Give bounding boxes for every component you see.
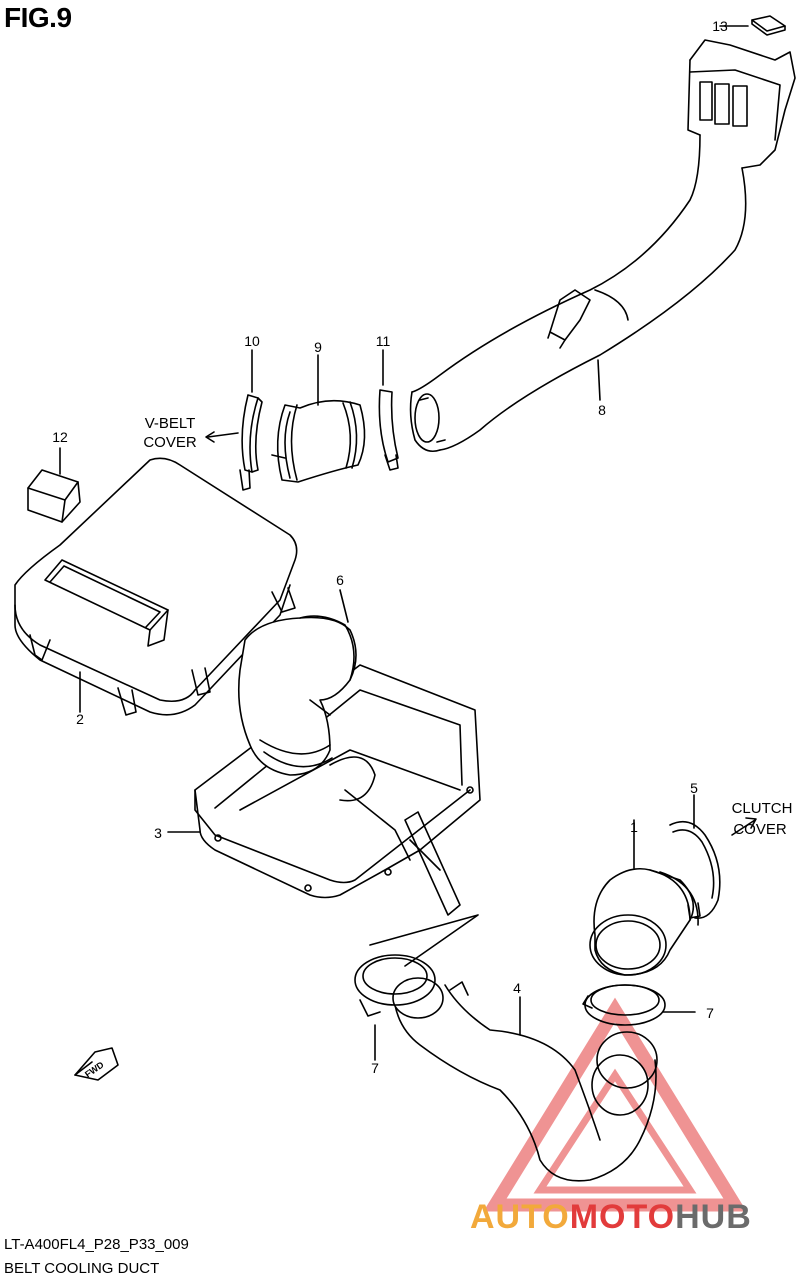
divider-leader bbox=[369, 914, 479, 967]
callout-1: 1 bbox=[630, 819, 638, 835]
figure-title: FIG.9 bbox=[4, 2, 72, 33]
vbelt-label-line2: COVER bbox=[143, 434, 197, 451]
callout-3: 3 bbox=[154, 825, 162, 841]
part-4-lower-duct bbox=[392, 977, 658, 1182]
callout-12: 12 bbox=[52, 429, 68, 445]
callout-7-right: 7 bbox=[706, 1005, 714, 1021]
footer-code: LT-A400FL4_P28_P33_009 bbox=[4, 1236, 189, 1253]
callout-6: 6 bbox=[336, 572, 344, 588]
callout-11: 11 bbox=[376, 333, 391, 349]
v-belt-arrow-icon bbox=[205, 431, 239, 443]
callout-13: 13 bbox=[712, 18, 728, 34]
watermark-part-hub: HUB bbox=[675, 1198, 752, 1236]
footer-name: BELT COOLING DUCT bbox=[4, 1260, 160, 1277]
clutch-arrow-icon bbox=[731, 817, 757, 836]
vbelt-label-line1: V-BELT bbox=[145, 415, 196, 432]
part-7-left-clamp bbox=[354, 954, 436, 1061]
part-11-clamp bbox=[378, 349, 399, 471]
watermark-text: AUTOMOTOHUB bbox=[470, 1198, 752, 1237]
callout-5: 5 bbox=[690, 780, 698, 796]
callout-labels: 1 2 3 4 5 6 7 7 8 9 10 11 12 13 bbox=[52, 18, 728, 1076]
callout-2: 2 bbox=[76, 711, 84, 727]
part-12-block bbox=[27, 447, 81, 523]
callout-7-left: 7 bbox=[371, 1060, 379, 1076]
watermark-part-auto: AUTO bbox=[470, 1198, 570, 1236]
part-10-clamp bbox=[239, 349, 263, 491]
clutch-label-line1: CLUTCH bbox=[732, 800, 793, 817]
part-9-rubber-joint bbox=[271, 354, 366, 483]
callout-8: 8 bbox=[598, 402, 606, 418]
callout-10: 10 bbox=[244, 333, 260, 349]
part-6-elbow-duct bbox=[237, 589, 357, 776]
watermark-part-moto: MOTO bbox=[569, 1198, 676, 1236]
part-1-boot bbox=[589, 819, 699, 976]
fwd-arrow-icon bbox=[74, 1047, 119, 1081]
part-3-lower-housing bbox=[167, 664, 481, 916]
part-8-main-duct bbox=[409, 39, 796, 453]
callout-4: 4 bbox=[513, 980, 521, 996]
clutch-label-line2: COVER bbox=[733, 821, 787, 838]
part-13-cap bbox=[719, 15, 786, 36]
watermark-triangle-logo bbox=[483, 997, 747, 1212]
part-5-clamp bbox=[669, 794, 721, 919]
callout-9: 9 bbox=[314, 339, 322, 355]
part-2-top-cover bbox=[14, 457, 298, 716]
part-7-right-clamp bbox=[582, 984, 696, 1026]
